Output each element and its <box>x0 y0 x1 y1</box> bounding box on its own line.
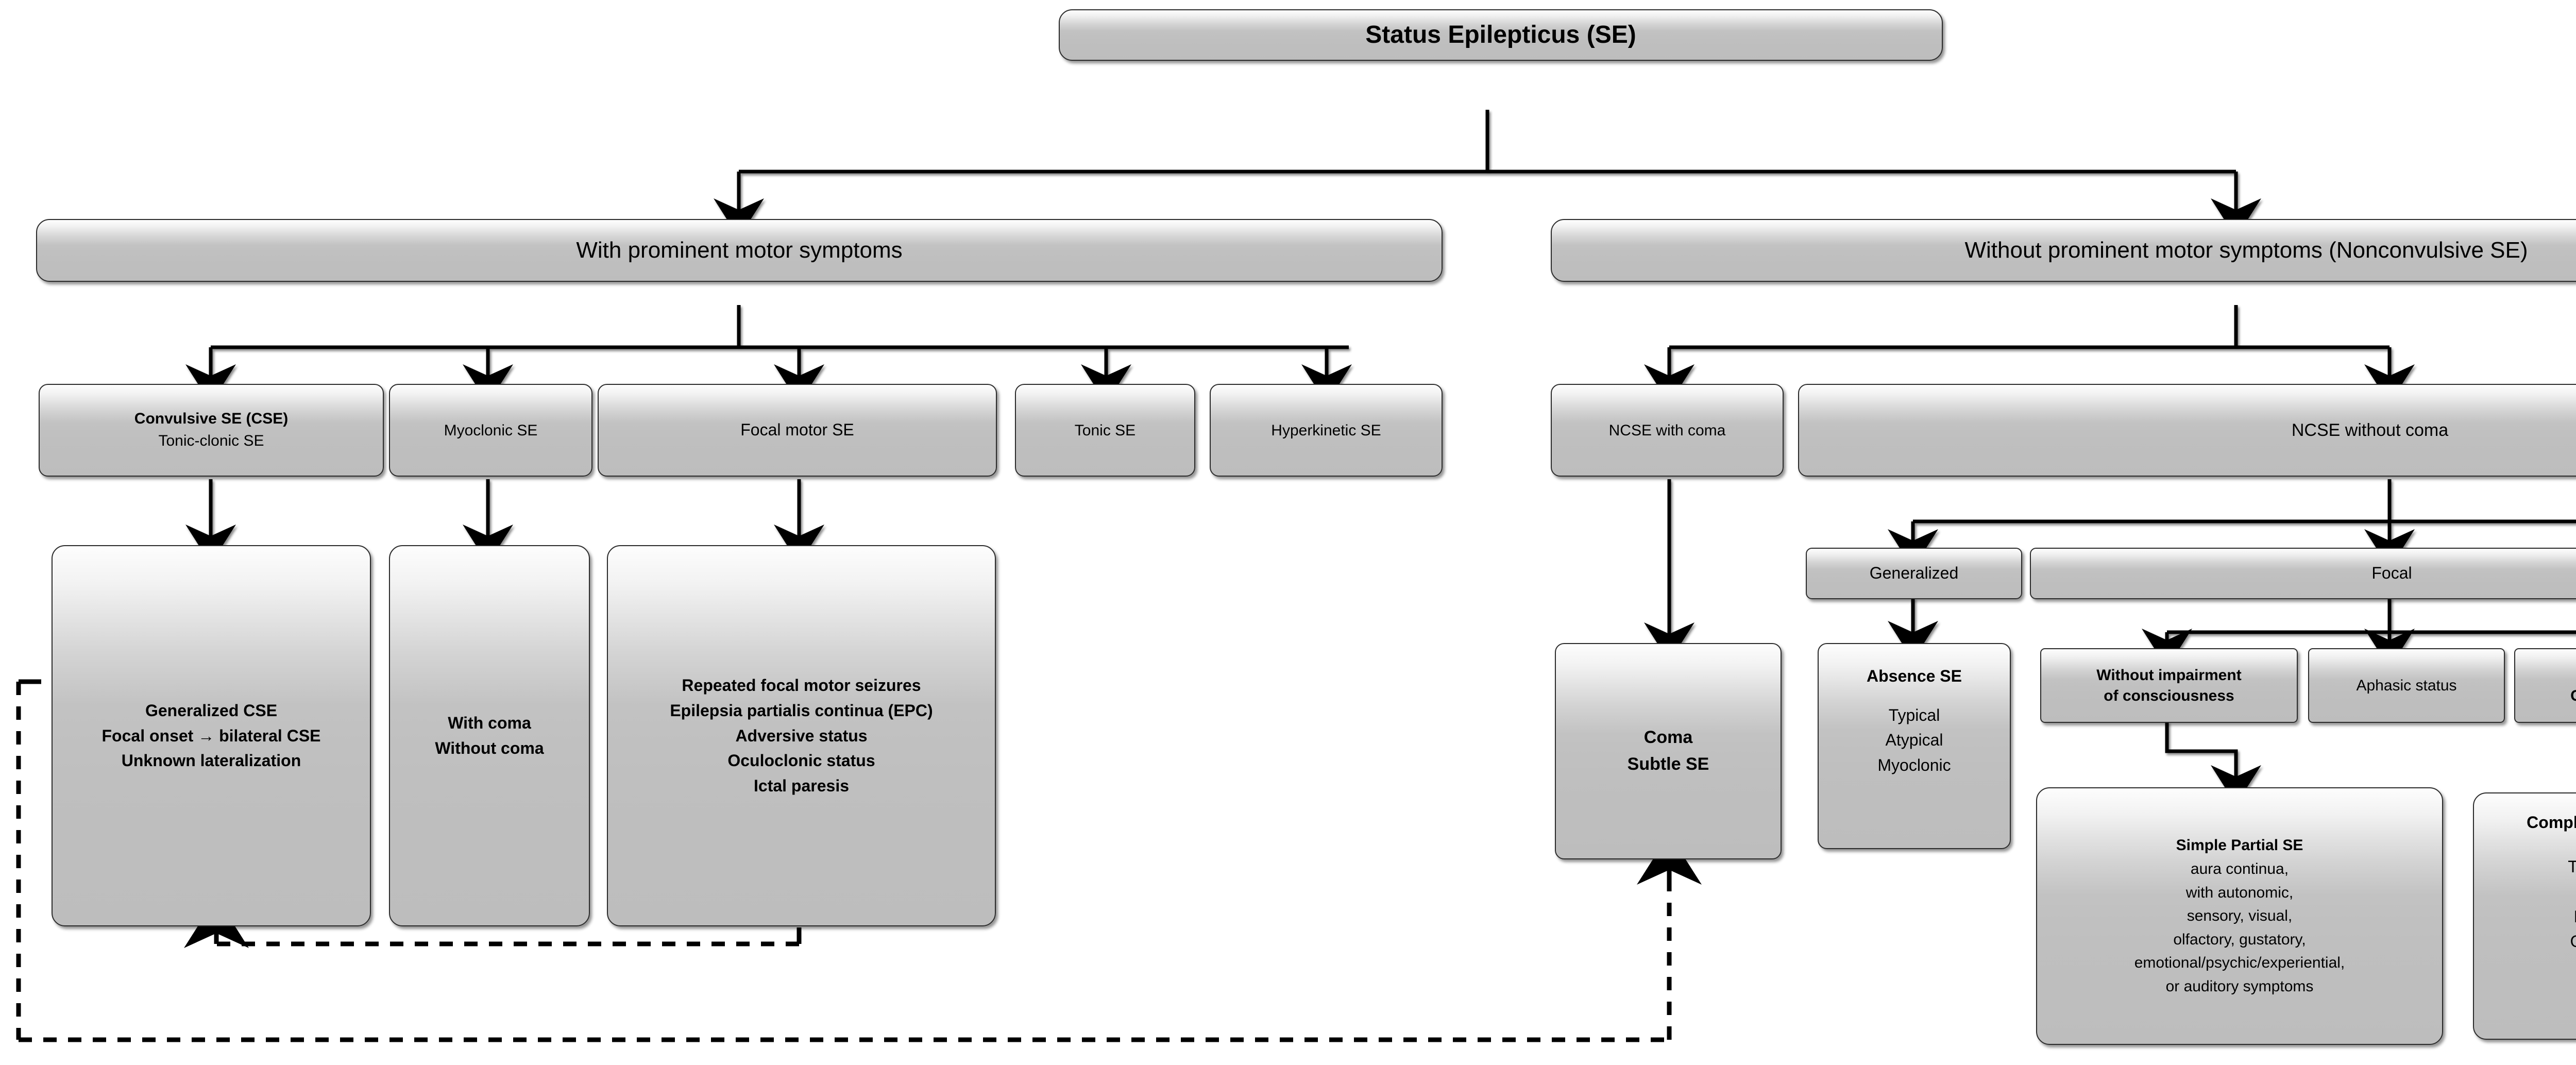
complex-partial-regions: Temporal Frontal Parietal Occipital <box>2568 857 2576 951</box>
node-without-impairment-of-consciousness[interactable]: Without impairment of consciousness <box>2040 648 2298 723</box>
node-label: Without impairment of consciousness <box>2096 666 2242 704</box>
node-label: Without prominent motor symptoms (Noncon… <box>1964 238 2528 263</box>
connectors-solid <box>185 110 2576 805</box>
connectors-dashed <box>211 927 799 943</box>
node-label: Tonic SE <box>1074 421 1136 439</box>
node-coma-subtle-se[interactable]: Coma Subtle SE <box>1555 643 1782 859</box>
node-label: Focal <box>2371 564 2412 583</box>
node-absence-se[interactable]: Absence SE Typical Atypical Myoclonic <box>1818 643 2011 849</box>
dashed-loop-coma <box>16 679 1702 1042</box>
node-with-prominent-motor-symptoms[interactable]: With prominent motor symptoms <box>36 219 1443 282</box>
node-label: Generalized CSE Focal onset → bilateral … <box>101 701 321 770</box>
node-label: Repeated focal motor seizures Epilepsia … <box>670 676 933 795</box>
node-myoclonic-se[interactable]: Myoclonic SE <box>389 384 592 477</box>
node-label: Aphasic status <box>2356 677 2457 694</box>
node-aphasic-status[interactable]: Aphasic status <box>2308 648 2505 723</box>
node-label: NCSE without coma <box>2291 420 2449 440</box>
node-without-prominent-motor-symptoms[interactable]: Without prominent motor symptoms (Noncon… <box>1551 219 2576 282</box>
node-label: Complex partial SE <box>2527 813 2576 832</box>
node-ncse-without-coma[interactable]: NCSE without coma <box>1798 384 2576 477</box>
node-tonic-se[interactable]: Tonic SE <box>1015 384 1195 477</box>
node-label: Convulsive SE (CSE) Tonic-clonic SE <box>134 410 289 449</box>
node-label: Status Epilepticus (SE) <box>1365 21 1636 48</box>
node-status-epilepticus[interactable]: Status Epilepticus (SE) <box>1059 9 1943 61</box>
absence-subtypes: Typical Atypical Myoclonic <box>1877 705 1951 774</box>
node-complex-partial-se[interactable]: Complex partial SE Temporal Frontal Pari… <box>2473 792 2576 1040</box>
node-label: Focal motor SE <box>740 420 854 439</box>
node-ncse-with-coma[interactable]: NCSE with coma <box>1551 384 1784 477</box>
node-label: With prominent motor symptoms <box>576 238 903 263</box>
node-label: Generalized <box>1869 564 1959 583</box>
node-label: With impaired Consciousness <box>2570 687 2576 704</box>
node-focal-motor-se[interactable]: Focal motor SE <box>598 384 997 477</box>
node-convulsive-se[interactable]: Convulsive SE (CSE) Tonic-clonic SE <box>39 384 384 477</box>
node-with-impaired-consciousness[interactable]: With impaired Consciousness <box>2514 648 2576 723</box>
node-label: Simple Partial SE aura continua, with au… <box>2134 837 2345 995</box>
dashed-loop-focal <box>184 897 802 948</box>
node-label: Coma Subtle SE <box>1627 728 1709 774</box>
node-hyperkinetic-se[interactable]: Hyperkinetic SE <box>1210 384 1443 477</box>
node-simple-partial-se[interactable]: Simple Partial SE aura continua, with au… <box>2036 787 2443 1045</box>
node-label: Absence SE <box>1867 667 1962 685</box>
node-label: Hyperkinetic SE <box>1271 421 1381 439</box>
node-generalized[interactable]: Generalized <box>1806 548 2022 599</box>
node-focal[interactable]: Focal <box>2030 548 2576 599</box>
node-cse-detail[interactable]: Generalized CSE Focal onset → bilateral … <box>52 545 371 926</box>
node-label: With coma Without coma <box>435 714 544 757</box>
node-myoclonic-detail[interactable]: With coma Without coma <box>389 545 590 926</box>
node-label: Myoclonic SE <box>444 421 538 439</box>
node-label: NCSE with coma <box>1608 421 1726 439</box>
node-focal-motor-detail[interactable]: Repeated focal motor seizures Epilepsia … <box>607 545 996 926</box>
